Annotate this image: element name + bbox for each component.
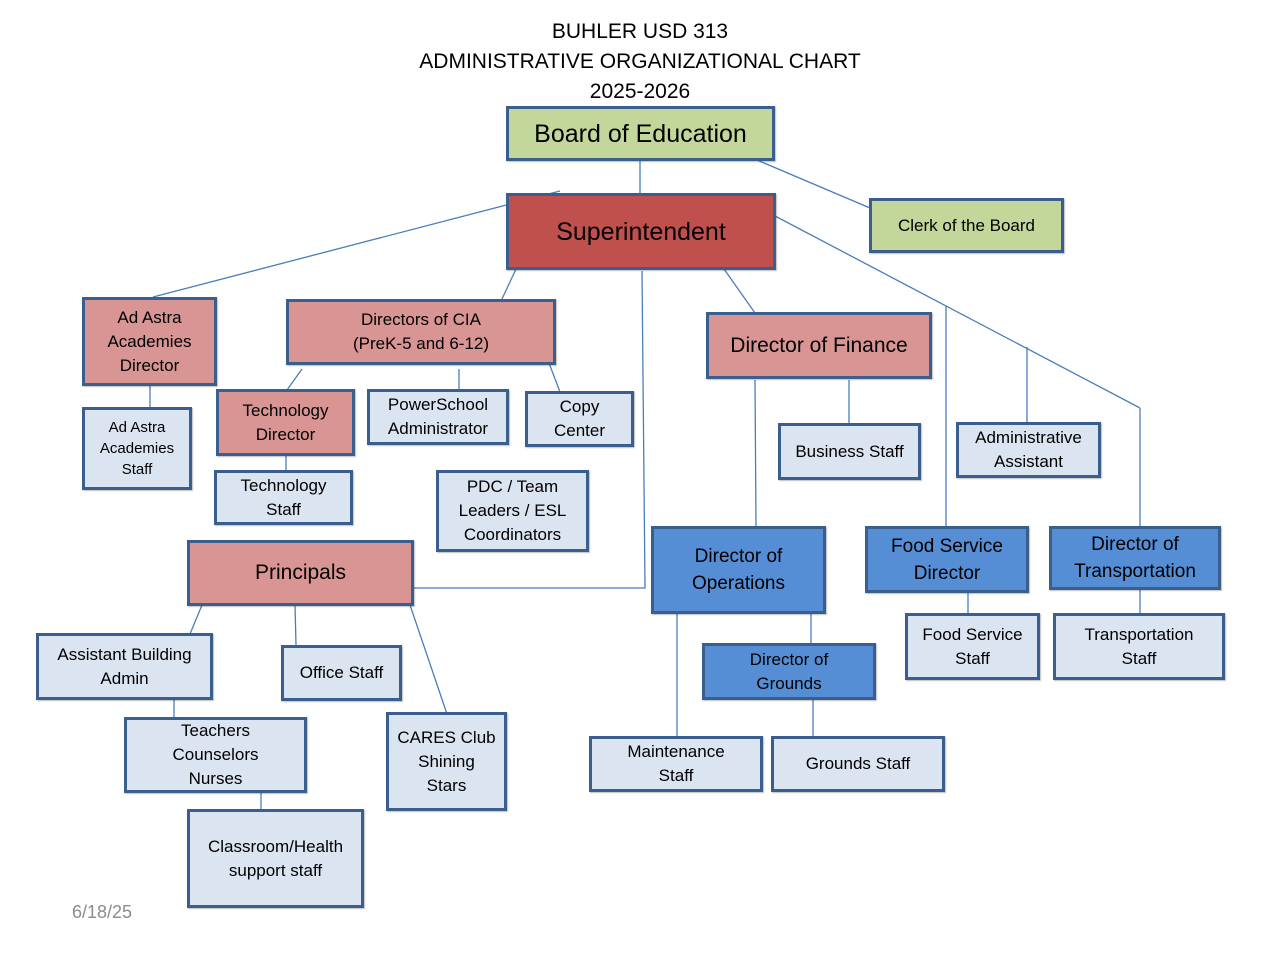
node-label: Transportation Staff [1084, 624, 1194, 668]
node-label: PowerSchool Administrator [387, 395, 489, 438]
node-powerschool-administrator[interactable]: PowerSchool Administrator [367, 389, 509, 445]
connector-board-clerk [756, 159, 871, 209]
chart-title-district: BUHLER USD 313 [551, 20, 729, 43]
node-cares-club-shining-stars[interactable]: CARES Club Shining Stars [386, 712, 507, 811]
node-director-of-transportation[interactable]: Director of Transportation [1049, 526, 1221, 590]
node-label: Food Service Director [891, 535, 1003, 584]
node-clerk-of-the-board[interactable]: Clerk of the Board [869, 198, 1064, 253]
connector-principals-asst [189, 604, 203, 635]
connector-superintendent-cia [501, 268, 517, 300]
node-teachers-counselors-nurses[interactable]: Teachers Counselors Nurses [124, 717, 307, 793]
node-label: Board of Education [534, 119, 747, 148]
connector-principals-office [294, 604, 297, 646]
node-ad-astra-director[interactable]: Ad Astra Academies Director [82, 297, 217, 386]
node-label: Teachers Counselors Nurses [172, 721, 259, 788]
node-label: Director of Transportation [1074, 534, 1196, 582]
node-label: Technology Director [242, 400, 329, 444]
node-classroom-health-support-staff[interactable]: Classroom/Health support staff [187, 809, 364, 908]
node-label: Grounds Staff [805, 754, 911, 773]
node-food-service-staff[interactable]: Food Service Staff [905, 613, 1040, 680]
node-directors-of-cia[interactable]: Directors of CIA (PreK-5 and 6-12) [286, 299, 556, 365]
node-maintenance-staff[interactable]: Maintenance Staff [589, 736, 763, 792]
node-principals[interactable]: Principals [187, 540, 414, 606]
node-administrative-assistant[interactable]: Administrative Assistant [956, 422, 1101, 478]
node-label: Office Staff [299, 663, 384, 682]
connector-finance-operations [754, 379, 757, 528]
node-label: Ad Astra Academies Director [107, 307, 192, 375]
node-ad-astra-staff[interactable]: Ad Astra Academies Staff [82, 407, 192, 490]
node-pdc-team-leaders-esl[interactable]: PDC / Team Leaders / ESL Coordinators [436, 470, 589, 552]
node-label: Director of Grounds [749, 649, 829, 693]
node-technology-staff[interactable]: Technology Staff [214, 470, 353, 525]
node-label: Directors of CIA (PreK-5 and 6-12) [352, 310, 490, 353]
connector-superintendent-finance [723, 268, 756, 314]
node-label: Director of Finance [730, 333, 908, 357]
node-label: Assistant Building Admin [57, 644, 192, 688]
connector-cia-copy [548, 362, 561, 393]
node-label: CARES Club Shining Stars [397, 727, 496, 795]
node-label: Director of Operations [692, 546, 785, 594]
node-label: Principals [254, 561, 347, 584]
node-label: Administrative Assistant [975, 428, 1082, 471]
chart-title-main: ADMINISTRATIVE ORGANIZATIONAL CHART [419, 50, 861, 73]
node-director-of-grounds[interactable]: Director of Grounds [702, 643, 876, 700]
node-label: Copy Center [553, 397, 606, 440]
node-transportation-staff[interactable]: Transportation Staff [1053, 613, 1225, 680]
node-superintendent[interactable]: Superintendent [506, 193, 776, 270]
node-technology-director[interactable]: Technology Director [216, 389, 355, 456]
node-assistant-building-admin[interactable]: Assistant Building Admin [36, 633, 213, 700]
node-grounds-staff[interactable]: Grounds Staff [771, 736, 945, 792]
node-label: Ad Astra Academies Staff [99, 419, 175, 478]
node-food-service-director[interactable]: Food Service Director [865, 526, 1029, 593]
node-board-of-education[interactable]: Board of Education [506, 106, 775, 161]
connector-superintendent-diagonal-right [774, 215, 1141, 409]
node-label: PDC / Team Leaders / ESL Coordinators [458, 477, 567, 544]
connector-cia-tech [286, 368, 303, 391]
connector-superintendent-adastra [152, 190, 561, 298]
node-label: Business Staff [795, 441, 904, 461]
node-director-of-operations[interactable]: Director of Operations [651, 526, 826, 614]
node-label: Technology Staff [240, 475, 327, 519]
node-label: Clerk of the Board [897, 215, 1035, 235]
node-office-staff[interactable]: Office Staff [281, 645, 402, 701]
node-label: Food Service Staff [922, 624, 1023, 668]
chart-title-year: 2025-2026 [589, 80, 691, 103]
node-business-staff[interactable]: Business Staff [778, 423, 921, 480]
node-copy-center[interactable]: Copy Center [525, 391, 634, 447]
connector-superintendent-principals [413, 270, 646, 589]
footer-date: 6/18/25 [72, 902, 133, 922]
connector-principals-cares [409, 604, 448, 715]
node-label: Classroom/Health support staff [207, 836, 344, 880]
node-label: Superintendent [556, 217, 726, 246]
node-director-of-finance[interactable]: Director of Finance [706, 312, 932, 379]
node-label: Maintenance Staff [627, 742, 725, 785]
